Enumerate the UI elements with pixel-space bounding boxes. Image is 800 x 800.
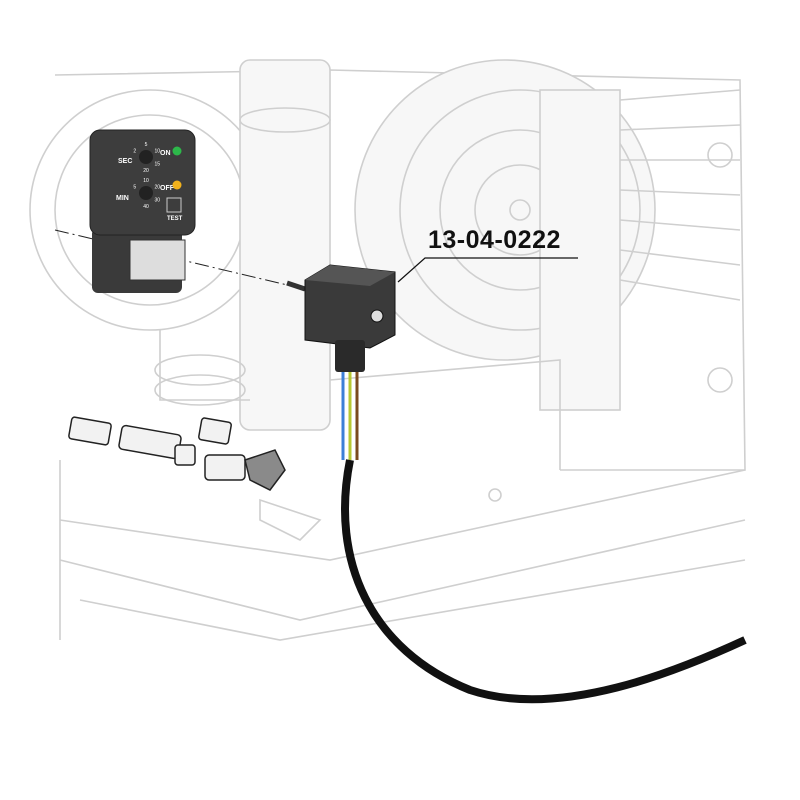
on-led <box>172 146 182 156</box>
sec-label: SEC <box>118 158 132 165</box>
min-scale-tick: 10 <box>143 178 149 184</box>
test-label: TEST <box>167 216 183 222</box>
min-scale-tick: 5 <box>133 185 136 191</box>
off-led <box>172 180 182 190</box>
min-label: MIN <box>116 195 129 202</box>
min-dial <box>139 186 153 200</box>
sec-scale-tick: 15 <box>154 162 160 168</box>
test-button <box>166 197 182 213</box>
fittings <box>68 416 286 491</box>
on-label: ON <box>160 150 171 157</box>
sec-scale-tick: 20 <box>143 168 149 174</box>
timer-device: SEC MIN ON OFF TEST <box>89 129 196 293</box>
sec-scale-tick: 10 <box>154 149 160 155</box>
min-scale-tick: 40 <box>143 204 149 210</box>
cable-jacket <box>341 459 747 704</box>
part-number-callout: 13-04-0222 <box>428 226 561 254</box>
callout-leader <box>397 257 578 283</box>
off-label: OFF <box>160 185 175 192</box>
min-scale-tick: 20 <box>154 185 160 191</box>
cable <box>341 372 747 704</box>
solenoid-connector <box>286 264 396 372</box>
sec-scale-tick: 2 <box>133 149 136 155</box>
min-scale-tick: 30 <box>154 198 160 204</box>
sec-dial <box>139 150 153 164</box>
sec-scale-tick: 5 <box>145 142 148 148</box>
